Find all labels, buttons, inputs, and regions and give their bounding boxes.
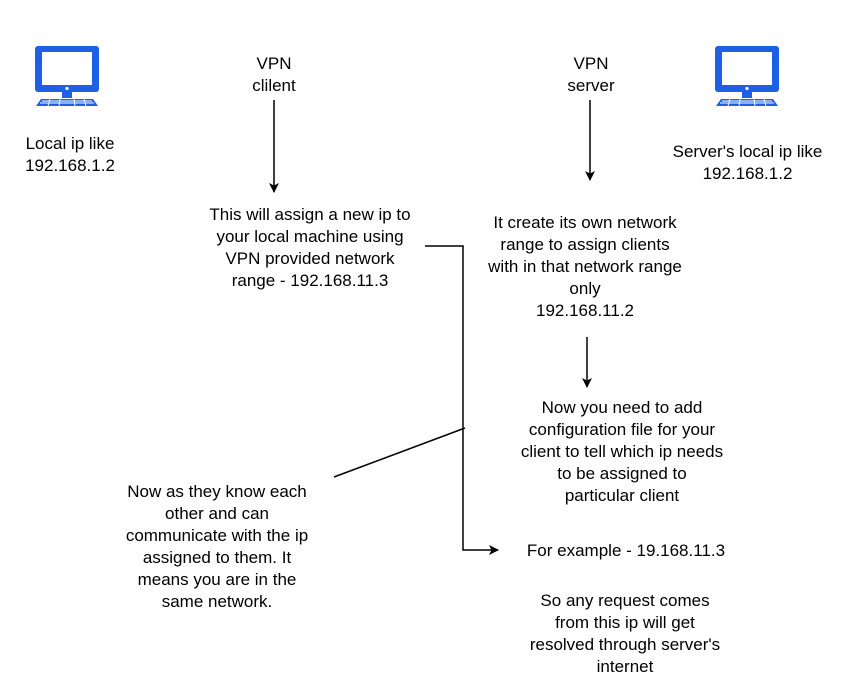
local-ip-label: Local ip like 192.168.1.2 xyxy=(25,134,115,175)
vpn-server-label: VPN server xyxy=(567,54,615,95)
vpn-client-label: VPN clilent xyxy=(252,54,296,95)
client-assign-note: This will assign a new ip to your local … xyxy=(209,205,411,290)
server-ip-label: Server's local ip like 192.168.1.2 xyxy=(672,142,823,183)
connector-assign-to-example xyxy=(425,245,499,555)
connector-note-to-path xyxy=(333,427,466,478)
config-note: Now you need to add configuration file f… xyxy=(520,398,724,505)
computer-icon xyxy=(35,46,99,107)
request-note: So any request comes from this ip will g… xyxy=(529,591,721,676)
same-network-note: Now as they know each other and can comm… xyxy=(125,482,309,611)
server-range-note: It create its own network range to assig… xyxy=(488,213,682,320)
example-ip-label: For example - 19.168.11.3 xyxy=(526,541,726,560)
computer-icon xyxy=(715,46,779,107)
